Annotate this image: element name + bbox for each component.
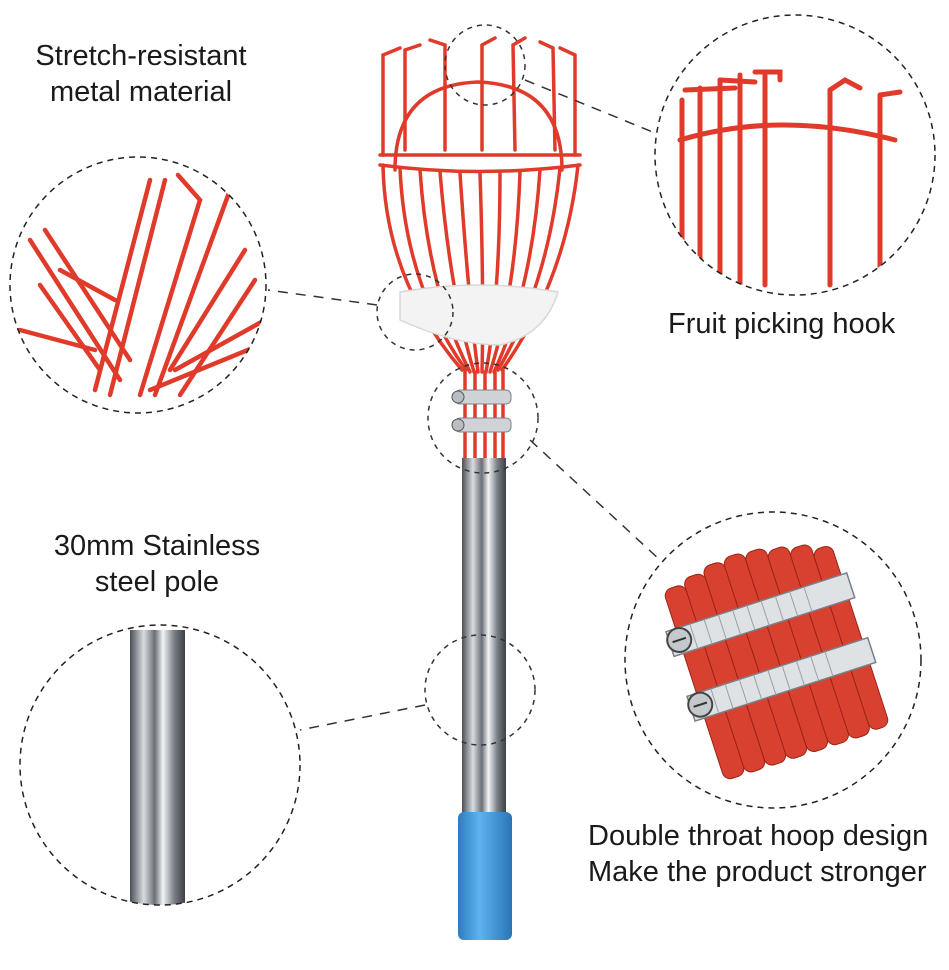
label-stretch-line2: metal material xyxy=(49,76,233,108)
label-pole-line1: 30mm Stainless xyxy=(53,530,261,562)
detail-hooks xyxy=(655,15,935,295)
marker-pole xyxy=(424,634,536,746)
label-hoop-line1: Double throat hoop design xyxy=(588,820,929,852)
detail-hoop xyxy=(625,512,921,808)
throat-hoops xyxy=(451,389,512,433)
label-hook-line1: Fruit picking hook xyxy=(668,308,896,340)
leader-pole xyxy=(299,704,426,731)
label-pole-line2: steel pole xyxy=(94,566,220,598)
marker-hoop xyxy=(427,362,539,474)
label-stretch-resistant: Stretch-resistant metal material xyxy=(16,38,266,110)
label-double-throat-hoop: Double throat hoop design Make the produ… xyxy=(588,818,928,890)
detail-wires xyxy=(10,157,266,413)
label-fruit-picking-hook: Fruit picking hook xyxy=(668,306,895,342)
steel-pole xyxy=(462,458,506,818)
leader-hook xyxy=(524,79,661,136)
label-hoop-line2: Make the product stronger xyxy=(588,856,927,888)
marker-material xyxy=(376,273,454,351)
leader-hoop xyxy=(529,439,661,561)
label-stretch-line1: Stretch-resistant xyxy=(35,40,247,72)
leader-material xyxy=(267,289,378,306)
blue-grip xyxy=(458,812,512,940)
detail-pole xyxy=(20,625,300,905)
label-stainless-pole: 30mm Stainless steel pole xyxy=(32,528,282,600)
foam-cushion xyxy=(399,284,559,346)
marker-hook xyxy=(444,24,526,106)
